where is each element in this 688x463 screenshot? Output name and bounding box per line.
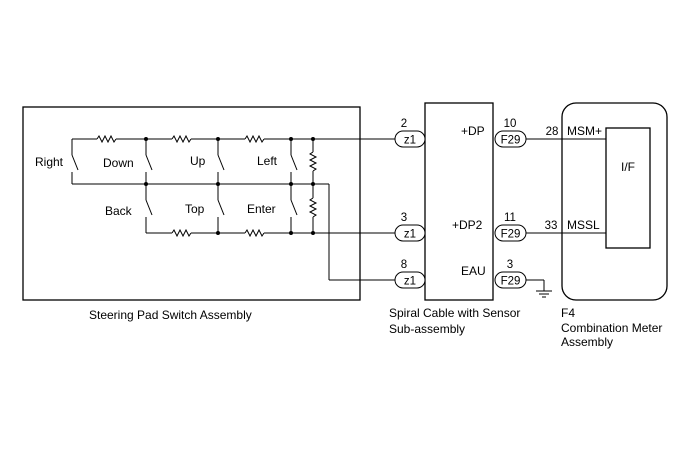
conn-label-f29-1: F29 [501,135,521,147]
spiral-cable-title-2: Sub-assembly [389,322,465,336]
switch-right [71,139,79,184]
label-enter: Enter [247,202,276,216]
pin-left-1: 2 [401,118,407,130]
pin-right-3: 3 [507,259,513,271]
resistor-lower-vertical [308,184,318,233]
meter-title-2: Assembly [561,335,613,349]
switch-enter [290,184,298,233]
interface-box [605,127,651,249]
conn-label-z1-2: z1 [404,229,416,241]
label-up: Up [190,154,206,168]
label-down: Down [103,156,134,170]
meter-code: F4 [561,306,575,320]
junction-dots [144,137,315,235]
switch-left [290,139,298,184]
conn-label-f29-2: F29 [501,229,521,241]
resistor-2 [171,134,192,144]
connector-f29-row3: F29 3 [494,259,527,289]
interface-label: I/F [621,160,635,174]
connector-f29-row2: F29 11 [494,212,527,242]
ground-symbol [526,279,552,298]
pin-right-1: 10 [504,118,517,130]
conn-label-z1-3: z1 [404,276,416,288]
label-right: Right [35,155,64,169]
resistor-1 [96,134,117,144]
label-back: Back [105,204,133,218]
meter-pin-28: 28 [546,126,559,138]
meter-input-mssl: MSSL [567,218,600,232]
pin-left-3: 8 [401,259,407,271]
common-rail [72,183,395,281]
signal-dp2: +DP2 [452,218,483,232]
label-left: Left [257,154,278,168]
signal-dp: +DP [461,124,485,138]
meter-pin-33: 33 [545,220,558,232]
resistor-5 [244,228,265,238]
switch-up [217,139,225,184]
meter-input-msm: MSM+ [567,124,602,138]
lower-rail [146,228,395,238]
switch-back [145,184,153,233]
connector-f29-row1: F29 10 [494,118,527,148]
resistor-4 [171,228,192,238]
pin-left-2: 3 [401,212,407,224]
upper-rail [72,134,395,144]
resistor-upper-vertical [308,139,318,184]
conn-label-f29-3: F29 [501,276,521,288]
pin-right-2: 11 [504,212,516,224]
connector-z1-row2: z1 3 [394,212,426,242]
switch-down [145,139,153,184]
spiral-cable-title-1: Spiral Cable with Sensor [389,306,520,320]
connector-z1-row1: z1 2 [394,118,426,148]
spiral-cable-box [424,102,494,301]
connector-z1-row3: z1 8 [394,259,426,289]
switch-top [217,184,225,233]
meter-box [561,102,668,301]
steering-pad-box [22,106,361,301]
label-top: Top [185,202,205,216]
conn-label-z1-1: z1 [404,135,416,147]
meter-title-1: Combination Meter [561,321,662,335]
steering-pad-title: Steering Pad Switch Assembly [89,308,252,322]
signal-eau: EAU [461,264,486,278]
resistor-3 [244,134,265,144]
